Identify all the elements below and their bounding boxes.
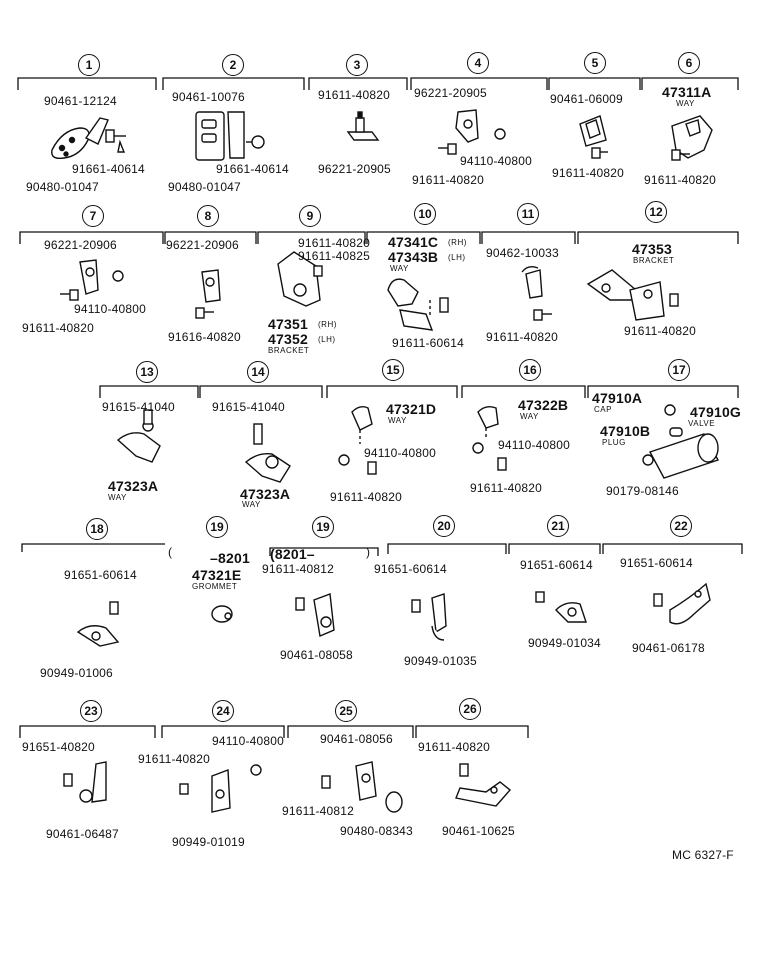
grommet-clamp-1 — [51, 117, 126, 160]
clamp-5 — [579, 115, 608, 159]
clamp-7 — [60, 259, 124, 301]
group-brackets — [17, 77, 743, 738]
clamp-3 — [346, 111, 380, 141]
way-6 — [671, 115, 713, 161]
clamp-20 — [411, 593, 447, 641]
way-16 — [472, 405, 507, 471]
bracket-9 — [277, 251, 323, 307]
clamp-21 — [535, 591, 587, 623]
grommet-19 — [211, 605, 233, 623]
clamp-18 — [76, 601, 120, 647]
bracket-12 — [586, 269, 679, 321]
valve-17 — [642, 404, 720, 479]
way-14 — [244, 423, 291, 483]
clamp-11 — [521, 265, 552, 321]
clamp-26 — [455, 763, 512, 807]
clamp-2 — [195, 111, 265, 161]
way-15 — [338, 405, 377, 475]
clamp-25 — [321, 761, 403, 813]
clamp-8 — [195, 269, 221, 319]
clamp-19 — [295, 593, 335, 637]
clamp-22 — [653, 582, 711, 625]
part-drawings — [51, 109, 720, 813]
clamp-4 — [438, 109, 506, 155]
way-13 — [116, 409, 161, 463]
clamp-24 — [179, 764, 262, 813]
way-10 — [387, 278, 449, 331]
clamp-23 — [63, 761, 107, 803]
